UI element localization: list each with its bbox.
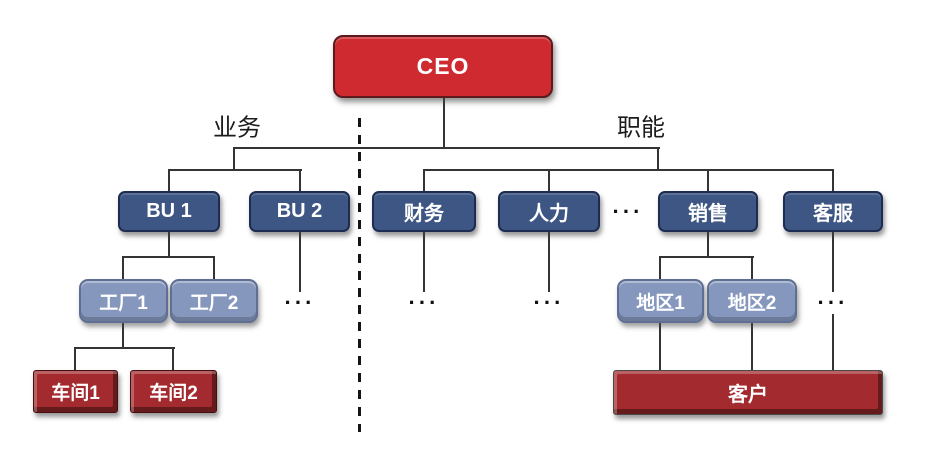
connector-line bbox=[832, 232, 834, 292]
connector-line bbox=[233, 147, 660, 149]
connector-line bbox=[659, 323, 661, 371]
section-label-business: 业务 bbox=[213, 113, 261, 142]
node-factory2: 工厂2 bbox=[170, 279, 258, 323]
connector-line bbox=[122, 256, 215, 258]
ellipsis-more-departments: ··· bbox=[612, 199, 644, 224]
connector-line bbox=[122, 323, 124, 349]
ellipsis-under-service: ··· bbox=[817, 290, 849, 315]
node-factory1: 工厂1 bbox=[79, 279, 168, 323]
connector-line bbox=[299, 169, 301, 192]
node-sales: 销售 bbox=[658, 191, 758, 232]
connector-line bbox=[299, 232, 301, 292]
node-ceo: CEO bbox=[333, 35, 553, 98]
node-workshop1: 车间1 bbox=[33, 370, 118, 413]
connector-line bbox=[659, 256, 754, 258]
connector-line bbox=[172, 347, 174, 371]
connector-line bbox=[707, 169, 709, 192]
node-bu2: BU 2 bbox=[249, 191, 350, 232]
connector-line bbox=[74, 347, 175, 349]
connector-line bbox=[74, 347, 76, 371]
ellipsis-under-bu2: ··· bbox=[284, 290, 316, 315]
connector-line bbox=[168, 169, 170, 192]
connector-line bbox=[168, 169, 302, 171]
node-finance: 财务 bbox=[372, 191, 476, 232]
connector-line bbox=[168, 232, 170, 258]
section-label-functional: 职能 bbox=[617, 113, 665, 142]
connector-line bbox=[751, 323, 753, 371]
connector-line bbox=[122, 256, 124, 280]
connector-line bbox=[233, 147, 235, 171]
connector-line bbox=[548, 232, 550, 292]
node-workshop2: 车间2 bbox=[130, 370, 217, 413]
connector-line bbox=[707, 232, 709, 258]
connector-line bbox=[423, 169, 425, 192]
connector-line bbox=[832, 314, 834, 371]
ellipsis-under-hr: ··· bbox=[533, 290, 565, 315]
connector-line bbox=[443, 98, 445, 148]
node-customer-service: 客服 bbox=[783, 191, 883, 232]
connector-line bbox=[751, 256, 753, 280]
node-customer: 客户 bbox=[613, 370, 883, 415]
ellipsis-under-finance: ··· bbox=[408, 290, 440, 315]
connector-line bbox=[548, 169, 550, 192]
node-hr: 人力 bbox=[498, 191, 600, 232]
node-bu1: BU 1 bbox=[118, 191, 220, 232]
connector-line bbox=[423, 169, 834, 171]
connector-line bbox=[657, 147, 659, 171]
connector-line bbox=[659, 256, 661, 280]
node-region1: 地区1 bbox=[617, 279, 704, 323]
connector-line bbox=[832, 169, 834, 192]
connector-line bbox=[423, 232, 425, 292]
connector-line bbox=[213, 256, 215, 280]
divider-dashed-line bbox=[358, 118, 361, 432]
node-region2: 地区2 bbox=[707, 279, 797, 323]
